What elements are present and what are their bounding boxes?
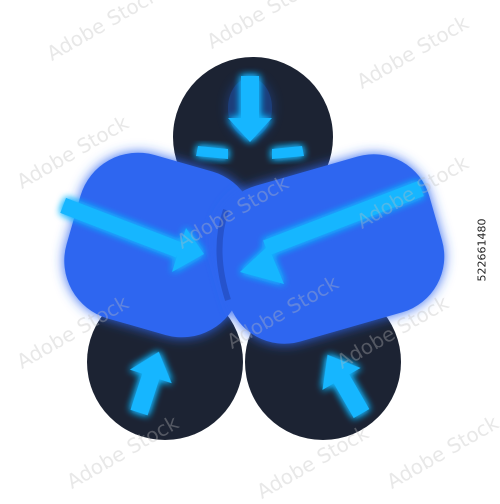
top-right-bar — [272, 146, 304, 159]
left-capsule-arrow — [60, 198, 204, 272]
bottom-left-up-arrow — [129, 351, 172, 416]
right-capsule-arrow — [240, 181, 424, 284]
top-left-bar — [196, 146, 228, 159]
left-capsule — [60, 152, 256, 338]
bottom-right-up-arrow — [322, 354, 370, 419]
top-down-arrow — [228, 76, 272, 142]
stock-id: 522661480 — [475, 218, 489, 282]
right-capsule — [213, 154, 445, 344]
